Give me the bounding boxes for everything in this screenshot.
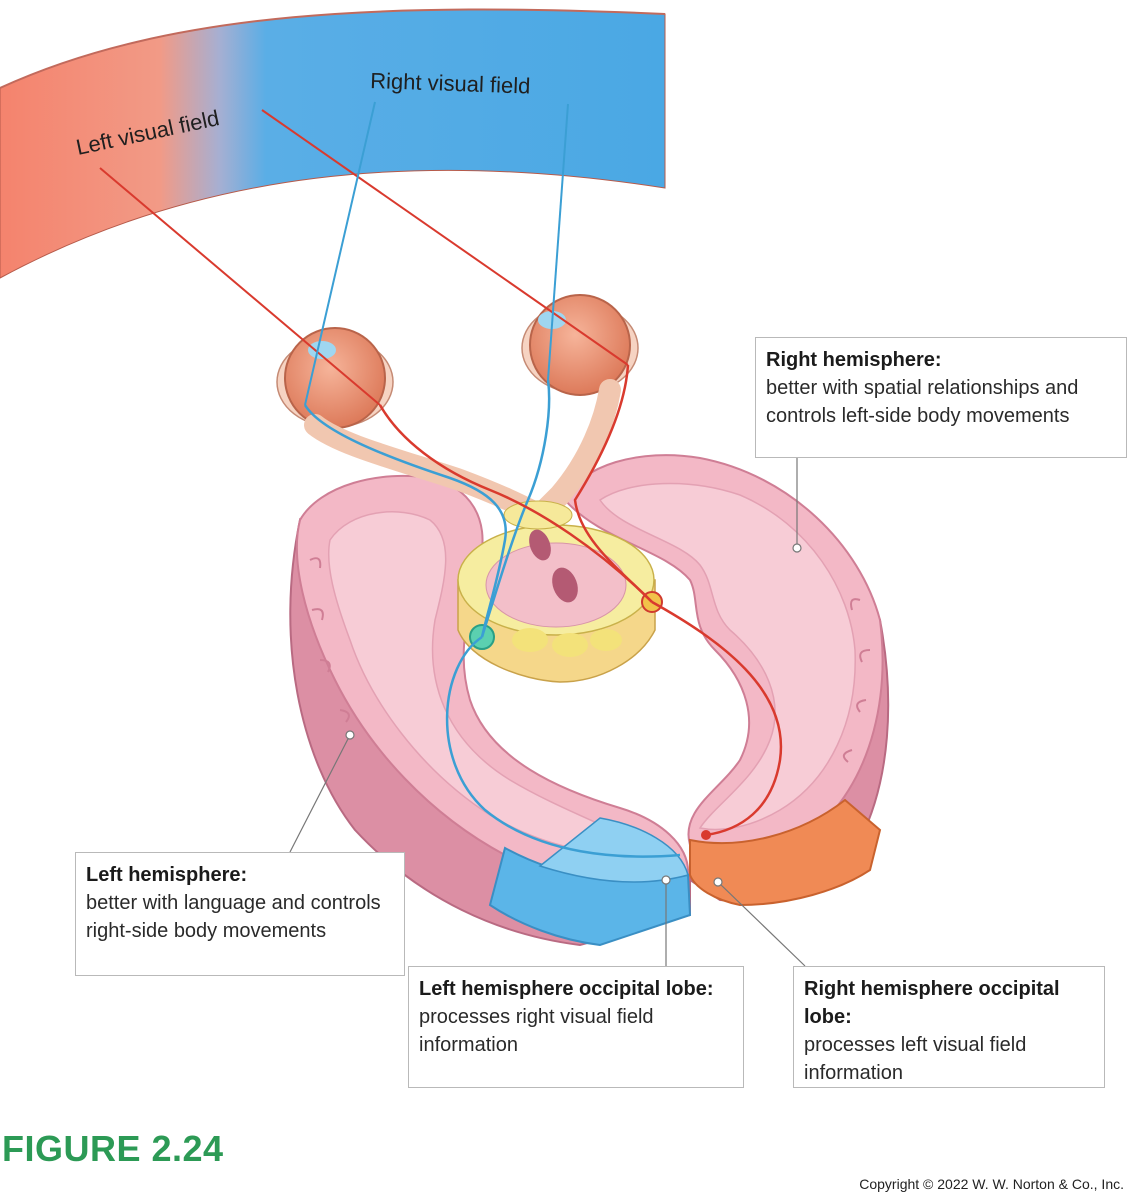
callout-right-hemisphere-title: Right hemisphere: — [766, 349, 942, 371]
leader-right-occipital-dot — [713, 877, 723, 887]
callout-left-occipital-body: processes right visual field information — [419, 1006, 654, 1056]
ray-left-field-to-right-eye — [261, 109, 629, 366]
leader-left-occipital-dot — [661, 875, 671, 885]
left-eye — [276, 327, 394, 429]
callout-right-hemisphere-body: better with spatial relationships and co… — [766, 377, 1079, 427]
gyri-left — [309, 557, 350, 723]
blue-pathway-left-eye — [303, 404, 508, 638]
left-eyeball — [284, 327, 386, 429]
gyri-right — [842, 598, 871, 763]
red-pathway-right-eye — [573, 364, 653, 603]
visual-field-arc-edge — [0, 8, 666, 89]
pons-lobe-3 — [590, 629, 622, 651]
ray-right-field-to-right-eye — [547, 103, 569, 381]
right-white-matter — [598, 482, 856, 831]
leader-right-occipital — [717, 881, 806, 967]
blue-pathway-to-occipital — [445, 635, 681, 858]
red-pathway-to-occipital — [651, 600, 783, 837]
ray-left-field-to-left-eye — [99, 167, 381, 406]
callout-left-occipital-title: Left hemisphere occipital lobe: — [419, 978, 714, 1000]
callout-left-hemisphere: Left hemisphere: better with language an… — [75, 852, 405, 976]
right-occipital-lobe — [689, 798, 882, 907]
ventricle-2 — [552, 567, 578, 603]
neural-pathways — [303, 364, 783, 858]
blue-pathway-right-eye — [480, 379, 551, 638]
callout-left-hemisphere-body: better with language and controls right-… — [86, 892, 381, 942]
leader-left-hemisphere — [289, 734, 351, 853]
copyright-notice: Copyright © 2022 W. W. Norton & Co., Inc… — [859, 1176, 1124, 1192]
ventricle-1 — [529, 529, 551, 561]
figure-label: FIGURE 2.24 — [2, 1128, 224, 1169]
right-eyeball — [529, 294, 631, 396]
leader-lines — [289, 458, 806, 967]
callout-right-occipital: Right hemisphere occipital lobe: process… — [793, 966, 1105, 1088]
red-pathway-end — [701, 830, 711, 840]
pons-lobe-1 — [512, 628, 548, 652]
pons-lobe-2 — [552, 633, 588, 657]
callout-left-occipital: Left hemisphere occipital lobe: processe… — [408, 966, 744, 1088]
light-rays — [99, 101, 629, 406]
left-pupil — [308, 341, 336, 359]
callout-right-hemisphere: Right hemisphere: better with spatial re… — [755, 337, 1127, 458]
thalamus-block — [457, 524, 663, 683]
right-eye — [521, 294, 639, 396]
red-pathway-left-eye — [378, 404, 653, 603]
ray-right-field-to-left-eye — [304, 101, 376, 406]
callout-right-occipital-body: processes left visual field information — [804, 1034, 1027, 1084]
left-occipital-top — [538, 817, 689, 883]
callout-left-hemisphere-title: Left hemisphere: — [86, 864, 248, 886]
right-visual-field-label: Right visual field — [370, 68, 531, 99]
brain-cross-section — [289, 454, 890, 947]
visual-field-band: Left visual field Right visual field — [0, 8, 666, 279]
leader-right-hemisphere-dot — [792, 543, 802, 553]
leader-left-hemisphere-dot — [345, 730, 355, 740]
callout-right-occipital-title: Right hemisphere occipital lobe: — [804, 978, 1060, 1028]
